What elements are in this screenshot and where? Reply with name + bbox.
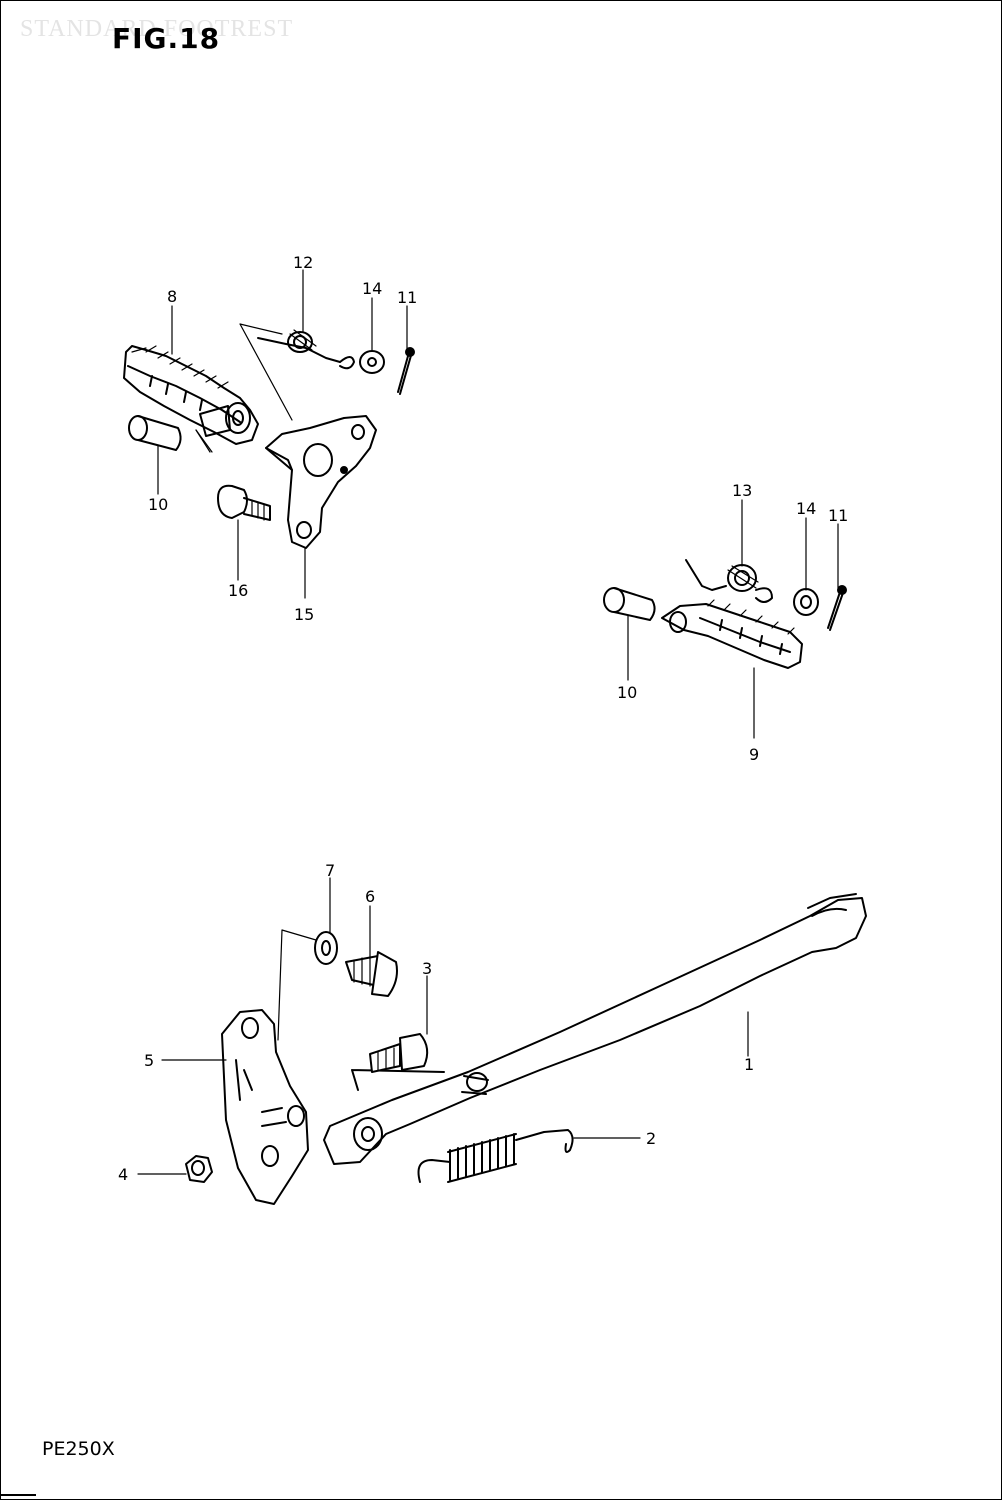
callout-1: 1 <box>744 1055 754 1074</box>
callout-11-right: 11 <box>828 506 848 525</box>
callout-14-right: 14 <box>796 499 816 518</box>
spring-stand-part-2 <box>417 1129 574 1183</box>
callout-3: 3 <box>422 959 432 978</box>
clevis-pin-right-part-10 <box>603 587 656 621</box>
callout-5: 5 <box>144 1051 154 1070</box>
callout-6: 6 <box>365 887 375 906</box>
cotter-pin-left-part-11 <box>397 347 415 395</box>
washer-left-part-14 <box>359 350 385 374</box>
callout-2: 2 <box>646 1129 656 1148</box>
callout-12: 12 <box>293 253 313 272</box>
bolt-stand-part-3 <box>369 1033 429 1073</box>
bolt-left-part-16 <box>217 484 271 521</box>
callout-13: 13 <box>732 481 752 500</box>
callout-15: 15 <box>294 605 314 624</box>
callout-9: 9 <box>749 745 759 764</box>
bottom-divider <box>0 1494 36 1496</box>
footrest-left-part-8 <box>123 345 259 453</box>
callout-7: 7 <box>325 861 335 880</box>
washer-stand-part-7 <box>314 931 338 965</box>
callout-14-left: 14 <box>362 279 382 298</box>
callout-10-left: 10 <box>148 495 168 514</box>
footrest-right-part-9 <box>661 599 803 669</box>
bolt-stand-part-6 <box>345 951 398 997</box>
leader-lines <box>137 269 839 1175</box>
callout-4: 4 <box>118 1165 128 1184</box>
bracket-left-part-15 <box>265 415 377 549</box>
model-code: PE250X <box>42 1438 115 1460</box>
cotter-pin-right-part-11 <box>827 585 847 631</box>
watermark-text: STANDARD FOOTREST <box>20 16 294 42</box>
nut-part-4 <box>185 1155 213 1183</box>
side-stand-part-1 <box>323 893 867 1165</box>
clevis-pin-left-part-10 <box>128 415 182 451</box>
callout-8: 8 <box>167 287 177 306</box>
washer-right-part-14 <box>793 588 819 616</box>
figure-title: FIG.18 <box>112 22 221 55</box>
spring-right-part-13 <box>685 559 773 603</box>
callout-10-right: 10 <box>617 683 637 702</box>
bracket-stand-part-5 <box>221 1009 309 1205</box>
spring-left-part-12 <box>257 329 355 370</box>
callout-16: 16 <box>228 581 248 600</box>
callout-11-left: 11 <box>397 288 417 307</box>
